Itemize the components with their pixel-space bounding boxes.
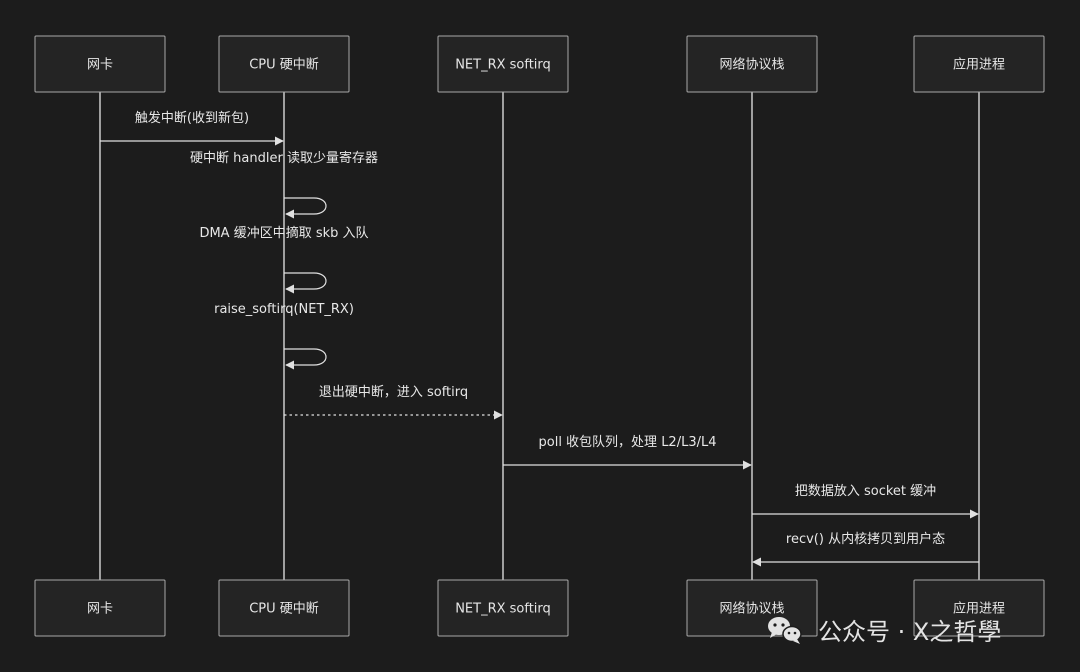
- participant-label: NET_RX softirq: [455, 602, 551, 617]
- wechat-icon: [768, 617, 802, 644]
- message-3: DMA 缓冲区中摘取 skb 入队: [199, 225, 369, 294]
- participant-softirq-bottom: NET_RX softirq: [437, 579, 569, 637]
- participant-app-top: 应用进程: [913, 35, 1045, 93]
- message-label: raise_softirq(NET_RX): [214, 302, 354, 317]
- participant-cpu-bottom: CPU 硬中断: [218, 579, 350, 637]
- participant-label: 网络协议栈: [719, 601, 784, 617]
- message-label: 触发中断(收到新包): [135, 110, 249, 126]
- message-label: poll 收包队列，处理 L2/L3/L4: [539, 435, 717, 450]
- self-message-arrow: [284, 348, 327, 370]
- participant-label: 网卡: [87, 602, 113, 617]
- messages: 触发中断(收到新包) 硬中断 handler 读取少量寄存器 DMA 缓冲区中摘取 …: [100, 110, 979, 567]
- message-label: DMA 缓冲区中摘取 skb 入队: [199, 225, 368, 241]
- participant-stack-top: 网络协议栈: [686, 35, 818, 93]
- message-6: poll 收包队列，处理 L2/L3/L4: [503, 435, 752, 470]
- participant-box: [218, 35, 350, 93]
- self-message-arrow: [284, 197, 327, 219]
- message-5: 退出硬中断，进入 softirq: [284, 385, 503, 420]
- watermark: 公众号 · X之哲學: [768, 617, 1001, 646]
- message-7: 把数据放入 socket 缓冲: [752, 484, 979, 519]
- message-4: raise_softirq(NET_RX): [214, 302, 354, 370]
- participant-nic-top: 网卡: [34, 35, 166, 93]
- message-2: 硬中断 handler 读取少量寄存器: [190, 150, 378, 219]
- participant-label: NET_RX softirq: [455, 58, 551, 73]
- participant-cpu-top: CPU 硬中断: [218, 35, 350, 93]
- participant-box: [437, 579, 569, 637]
- participant-app-bottom: 应用进程: [913, 579, 1045, 637]
- watermark-text: 公众号 · X之哲學: [818, 618, 1001, 646]
- participant-softirq-top: NET_RX softirq: [437, 35, 569, 93]
- participant-label: 网络协议栈: [719, 57, 784, 73]
- participant-label: 应用进程: [953, 601, 1005, 617]
- self-message-arrow: [284, 272, 327, 294]
- message-label: recv() 从内核拷贝到用户态: [786, 531, 945, 547]
- message-1: 触发中断(收到新包): [100, 110, 284, 146]
- message-8: recv() 从内核拷贝到用户态: [752, 531, 979, 567]
- lifelines: [99, 92, 980, 580]
- participant-box: [218, 579, 350, 637]
- participant-nic-bottom: 网卡: [34, 579, 166, 637]
- participant-box: [34, 35, 166, 93]
- message-label: 把数据放入 socket 缓冲: [795, 484, 936, 499]
- participant-box: [913, 579, 1045, 637]
- participant-box: [437, 35, 569, 93]
- participant-box: [686, 35, 818, 93]
- participant-box: [913, 35, 1045, 93]
- participant-label: 网卡: [87, 58, 113, 73]
- message-label: 退出硬中断，进入 softirq: [319, 385, 468, 400]
- participant-label: 应用进程: [953, 57, 1005, 73]
- participant-box: [34, 579, 166, 637]
- participant-label: CPU 硬中断: [249, 58, 319, 73]
- message-label: 硬中断 handler 读取少量寄存器: [190, 150, 378, 166]
- participant-label: CPU 硬中断: [249, 602, 319, 617]
